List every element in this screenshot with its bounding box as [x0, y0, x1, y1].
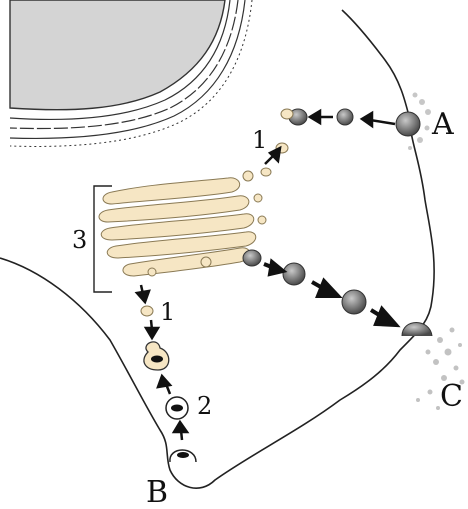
label-3: 3 — [72, 226, 87, 254]
golgi-secretory-bud — [243, 250, 261, 266]
label-C: C — [440, 379, 463, 414]
label-1-top: 1 — [252, 126, 267, 154]
vesicle-top-3 — [281, 109, 293, 119]
secretory-vesicle-1 — [283, 263, 305, 285]
nucleus — [10, 0, 252, 146]
arrows-secretory — [264, 262, 396, 325]
coated-pit-A — [396, 112, 420, 136]
label-2: 2 — [197, 392, 212, 420]
vesicle-top-5 — [261, 168, 271, 176]
vesicle-bottom-1 — [141, 306, 153, 316]
exocytosis-site-C — [402, 323, 432, 337]
label-1-bottom: 1 — [160, 298, 175, 326]
secretory-vesicle-2 — [342, 290, 366, 314]
label-A: A — [431, 107, 454, 142]
golgi-stack — [99, 171, 266, 276]
secretory-pathway — [283, 263, 465, 410]
vesicle-top-1 — [337, 109, 353, 125]
label-B: B — [146, 475, 168, 509]
